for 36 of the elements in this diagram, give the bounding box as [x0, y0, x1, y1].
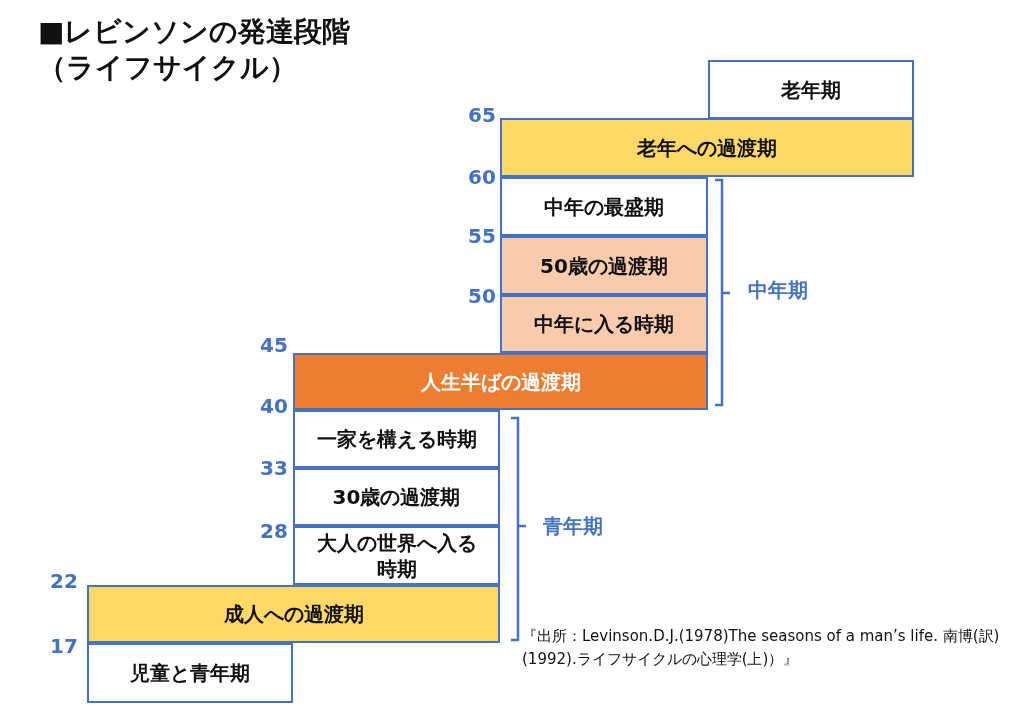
stage-box — [500, 177, 708, 236]
stage-box — [500, 118, 914, 177]
age-number: 60 — [468, 165, 496, 189]
age-number: 50 — [468, 284, 496, 308]
stage-label: 一家を構える時期 — [316, 426, 477, 452]
stage-group-label: 中年期 — [748, 277, 808, 304]
stage-box — [87, 585, 500, 643]
title: ■レビンソンの発達段階（ライフサイクル） — [38, 14, 352, 87]
stage-label: 人生半ばの過渡期 — [420, 368, 581, 395]
age-number: 28 — [260, 519, 288, 543]
source-note: 『出所：Levinson.D.J.(1978)The seasons of a man’s life. 南博(訳)(1992).ライフサイクルの心理学(上)）』 — [522, 626, 1001, 670]
stage-box — [500, 295, 708, 353]
stage-box — [293, 526, 500, 585]
stage-label: 50歳の過渡期 — [540, 252, 668, 279]
stage-box — [500, 236, 708, 295]
stage-group-label: 青年期 — [543, 513, 603, 540]
stage-label: 大人の世界へ入る時期 — [315, 529, 478, 582]
age-number: 55 — [468, 224, 496, 248]
stage-label: 老年への過渡期 — [637, 134, 777, 161]
stage-label: 中年の最盛期 — [544, 193, 664, 220]
age-number: 33 — [260, 456, 288, 480]
stage-label: 老年期 — [781, 76, 841, 103]
stage-box — [293, 353, 708, 410]
stage-box — [708, 60, 914, 119]
stage-label: 中年に入る時期 — [534, 311, 674, 337]
stage-label: 児童と青年期 — [130, 660, 250, 686]
age-number: 65 — [468, 103, 496, 127]
stage-box — [293, 410, 500, 468]
stage-label: 成人への過渡期 — [223, 601, 364, 627]
age-number: 45 — [260, 333, 288, 357]
age-number: 40 — [260, 394, 288, 418]
stage-box — [293, 468, 500, 526]
age-number: 22 — [50, 569, 78, 593]
age-number: 17 — [50, 634, 78, 658]
stage-label: 30歳の過渡期 — [332, 484, 461, 510]
stage-box — [87, 643, 293, 703]
